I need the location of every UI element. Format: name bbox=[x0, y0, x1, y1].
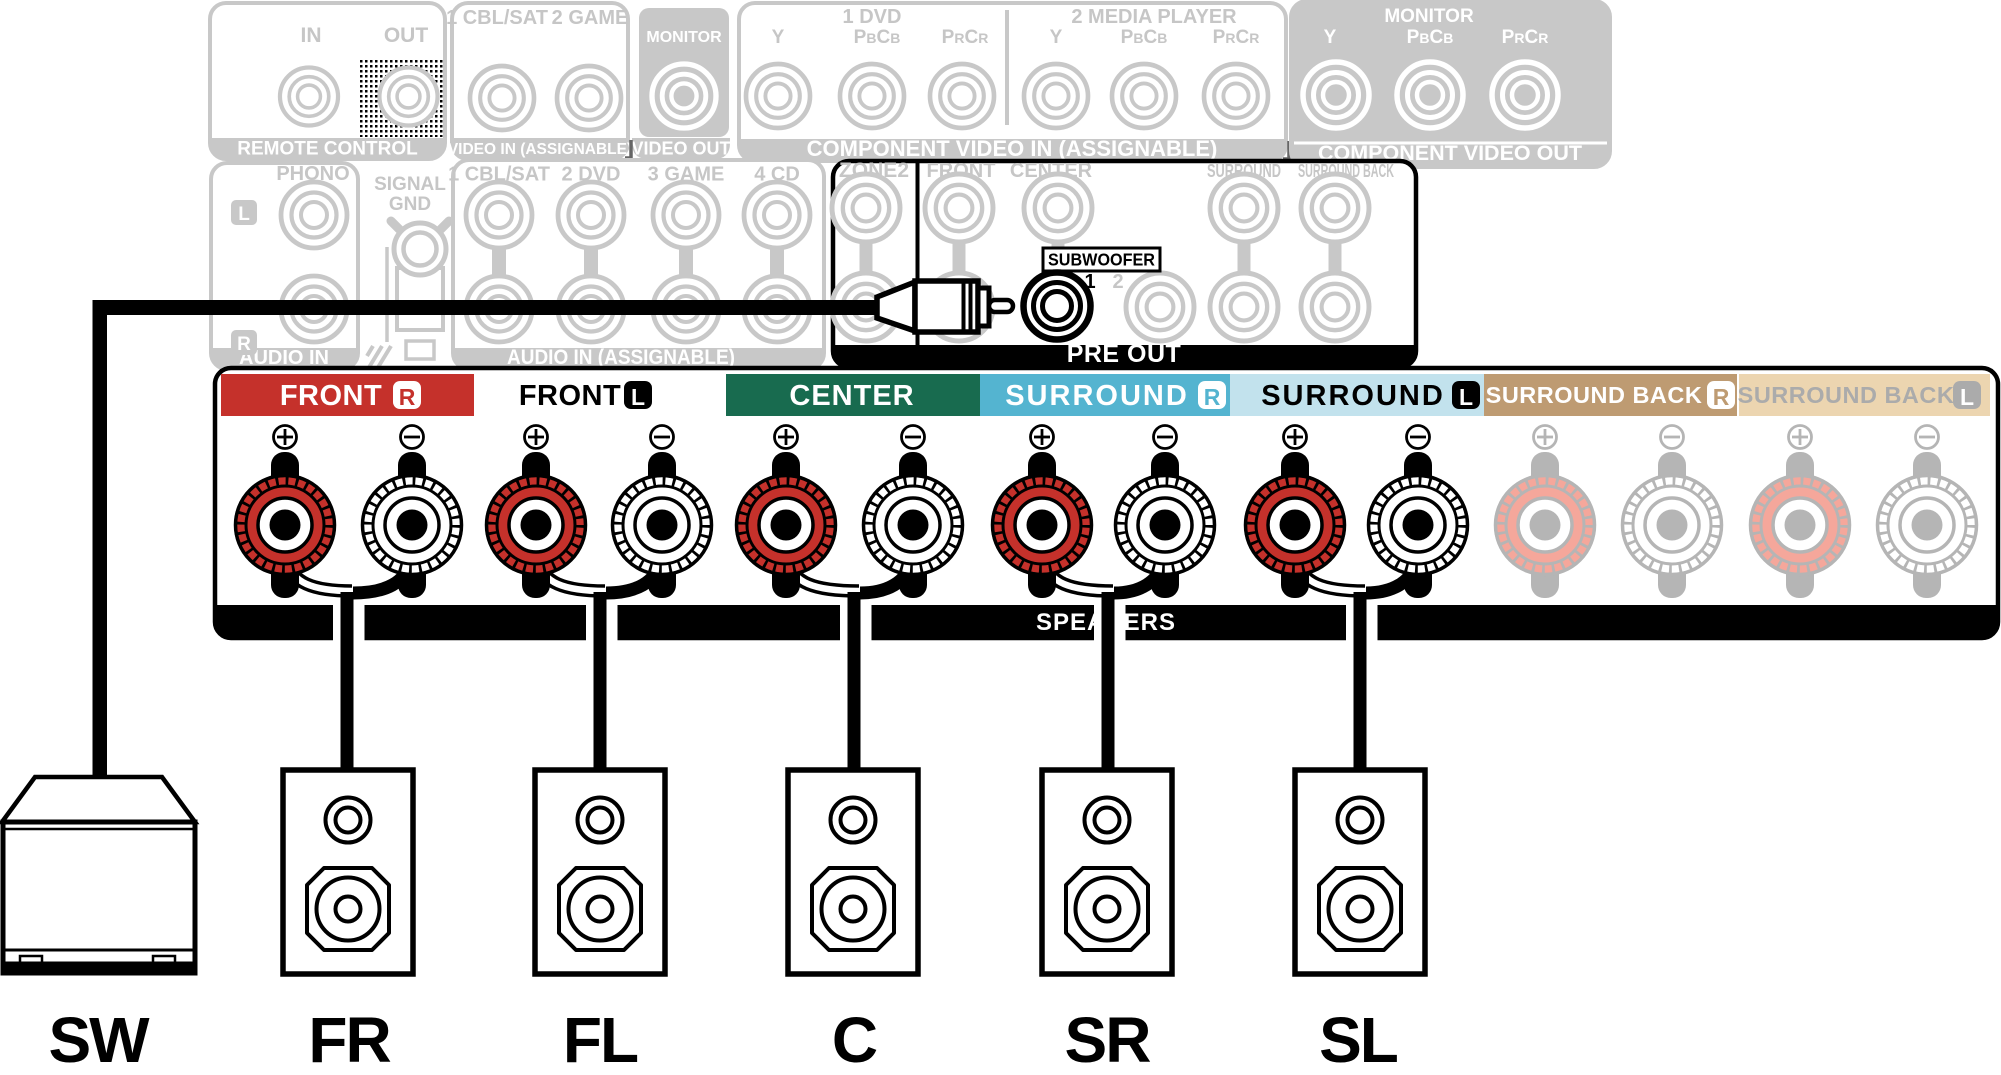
svg-text:2 DVD: 2 DVD bbox=[562, 164, 621, 186]
svg-text:FRONT: FRONT bbox=[280, 380, 382, 412]
svg-text:1 CBL/SAT: 1 CBL/SAT bbox=[446, 7, 548, 29]
svg-text:SURROUND BACK: SURROUND BACK bbox=[1738, 382, 1955, 408]
svg-text:1 CBL/SAT: 1 CBL/SAT bbox=[448, 164, 550, 186]
svg-text:SUBWOOFER: SUBWOOFER bbox=[1048, 250, 1155, 270]
svg-text:IN: IN bbox=[301, 24, 322, 47]
svg-text:PRCR: PRCR bbox=[1502, 27, 1549, 48]
svg-text:COMPONENT VIDEO IN (ASSIGNABLE: COMPONENT VIDEO IN (ASSIGNABLE) bbox=[807, 136, 1218, 161]
svg-text:C: C bbox=[832, 1004, 877, 1075]
svg-text:L: L bbox=[631, 384, 645, 410]
svg-text:CENTER: CENTER bbox=[789, 380, 914, 412]
svg-text:SW: SW bbox=[48, 1004, 150, 1075]
svg-text:GND: GND bbox=[389, 194, 431, 215]
svg-text:FL: FL bbox=[563, 1004, 638, 1075]
svg-text:L: L bbox=[1459, 384, 1473, 410]
svg-text:Y: Y bbox=[1050, 27, 1063, 48]
svg-text:2 MEDIA PLAYER: 2 MEDIA PLAYER bbox=[1071, 6, 1237, 28]
svg-text:VIDEO OUT: VIDEO OUT bbox=[631, 139, 730, 159]
svg-text:R: R bbox=[399, 384, 416, 410]
svg-text:4 CD: 4 CD bbox=[754, 164, 800, 186]
svg-text:PHONO: PHONO bbox=[276, 163, 349, 185]
svg-text:AUDIO IN (ASSIGNABLE): AUDIO IN (ASSIGNABLE) bbox=[507, 346, 735, 369]
svg-text:R: R bbox=[1204, 384, 1221, 410]
svg-text:MONITOR: MONITOR bbox=[646, 29, 722, 46]
svg-text:PBCB: PBCB bbox=[1407, 27, 1454, 48]
svg-text:PRE OUT: PRE OUT bbox=[1067, 340, 1182, 368]
svg-text:R: R bbox=[1713, 384, 1730, 410]
svg-text:MONITOR: MONITOR bbox=[1384, 6, 1474, 27]
svg-text:SR: SR bbox=[1065, 1004, 1151, 1075]
svg-text:PRCR: PRCR bbox=[942, 27, 989, 48]
svg-text:L: L bbox=[1960, 384, 1974, 410]
svg-text:R: R bbox=[237, 334, 251, 355]
svg-text:SIGNAL: SIGNAL bbox=[374, 174, 446, 195]
svg-text:SURROUND: SURROUND bbox=[1261, 380, 1445, 412]
svg-text:SURROUND: SURROUND bbox=[1207, 161, 1281, 181]
svg-text:L: L bbox=[238, 204, 250, 225]
svg-text:PBCB: PBCB bbox=[1121, 27, 1168, 48]
svg-text:FRONT: FRONT bbox=[519, 380, 621, 412]
svg-text:SURROUND: SURROUND bbox=[1005, 380, 1189, 412]
svg-text:SL: SL bbox=[1319, 1004, 1398, 1075]
svg-text:REMOTE CONTROL: REMOTE CONTROL bbox=[237, 139, 418, 160]
svg-text:FR: FR bbox=[308, 1004, 390, 1075]
svg-text:1 DVD: 1 DVD bbox=[843, 6, 902, 28]
svg-text:SURROUND BACK: SURROUND BACK bbox=[1486, 382, 1703, 408]
svg-text:3 GAME: 3 GAME bbox=[648, 164, 725, 186]
svg-text:Y: Y bbox=[772, 27, 785, 48]
svg-text:AUDIO IN: AUDIO IN bbox=[239, 347, 329, 369]
svg-text:PRCR: PRCR bbox=[1213, 27, 1260, 48]
svg-text:2: 2 bbox=[1112, 271, 1123, 293]
svg-text:PBCB: PBCB bbox=[854, 27, 901, 48]
svg-text:2 GAME: 2 GAME bbox=[552, 7, 629, 29]
svg-text:Y: Y bbox=[1324, 27, 1337, 48]
svg-text:OUT: OUT bbox=[384, 24, 429, 47]
svg-text:VIDEO IN (ASSIGNABLE): VIDEO IN (ASSIGNABLE) bbox=[448, 141, 632, 158]
svg-text:1: 1 bbox=[1084, 271, 1095, 293]
